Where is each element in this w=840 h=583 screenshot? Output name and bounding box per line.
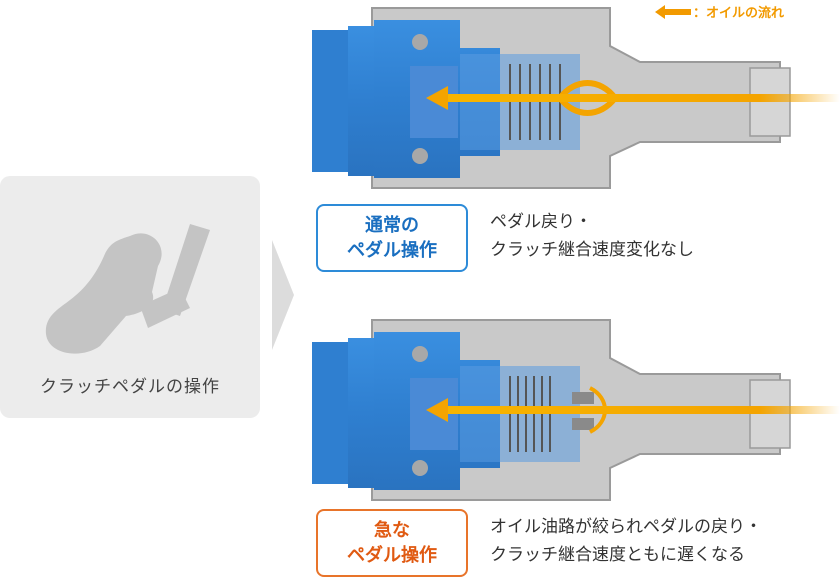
badge-line1: 急な — [374, 520, 410, 541]
badge-line1: 通常の — [365, 215, 419, 236]
badge-line2: ペダル操作 — [347, 240, 437, 261]
pedal-operation-label: クラッチペダルの操作 — [40, 377, 220, 397]
desc-line1: オイル油路が絞られペダルの戻り・ — [490, 517, 762, 537]
valve-diagram-normal — [312, 7, 840, 189]
badge-line2: ペダル操作 — [347, 545, 437, 566]
desc-line1: ペダル戻り・ — [490, 212, 592, 232]
chevron-right-icon — [272, 240, 294, 350]
flow-legend: ：オイルの流れ — [655, 2, 784, 21]
normal-operation-badge: 通常の ペダル操作 — [316, 204, 468, 272]
legend-label: ：オイルの流れ — [693, 6, 785, 21]
normal-operation-description: ペダル戻り・ クラッチ継合速度変化なし — [490, 208, 694, 264]
sudden-operation-badge: 急な ペダル操作 — [316, 509, 468, 577]
foot-on-pedal-icon — [45, 224, 210, 354]
sudden-operation-description: オイル油路が絞られペダルの戻り・ クラッチ継合速度ともに遅くなる — [490, 513, 762, 569]
desc-line2: クラッチ継合速度ともに遅くなる — [490, 545, 745, 565]
pedal-operation-panel: クラッチペダルの操作 — [0, 176, 260, 418]
valve-diagram-sudden — [312, 319, 840, 501]
flow-arrow-icon — [655, 4, 691, 19]
desc-line2: クラッチ継合速度変化なし — [490, 240, 694, 260]
